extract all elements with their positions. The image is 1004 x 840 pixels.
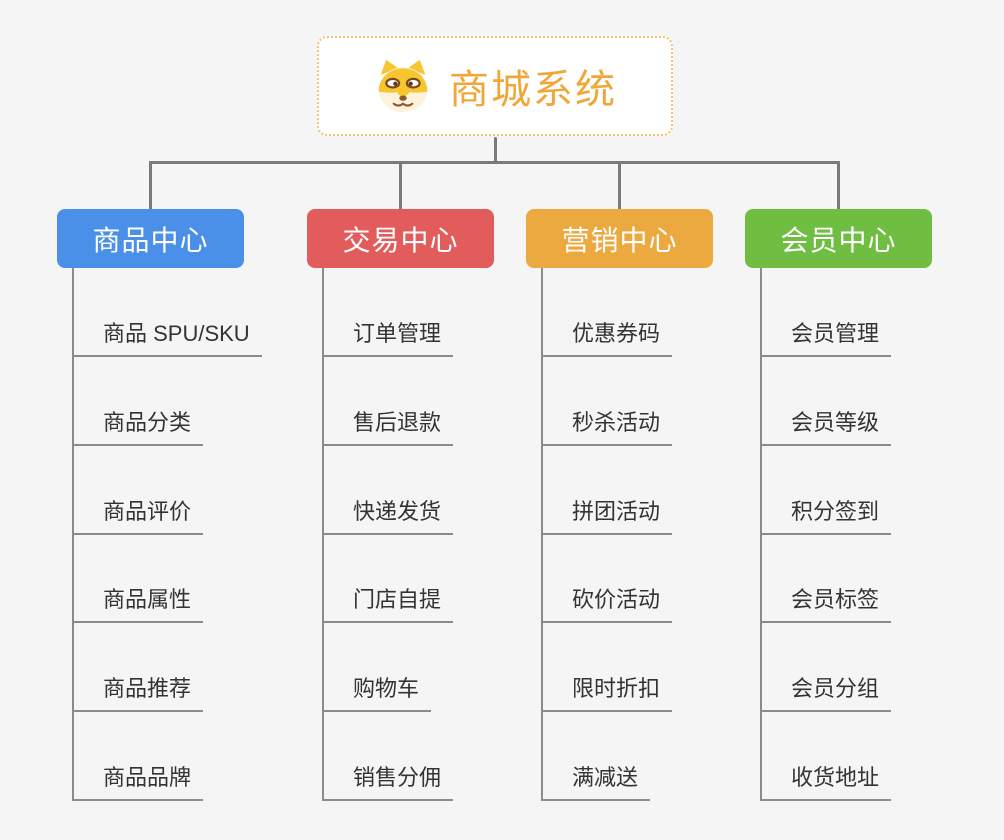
sub-topic-node[interactable]: 优惠券码 (541, 321, 673, 357)
sub-topic-label: 优惠券码 (572, 321, 661, 346)
sub-topic-label: 购物车 (353, 676, 420, 701)
connector-branch-drop (618, 161, 621, 211)
dog-face-icon (378, 59, 428, 113)
branch-topic-node[interactable]: 会员中心 (745, 209, 932, 268)
root-topic-label: 商城系统 (449, 68, 617, 112)
sub-topic-node[interactable]: 满减送 (541, 765, 651, 801)
branch-topic-label: 营销中心 (561, 224, 678, 256)
sub-topic-label: 快递发货 (353, 499, 442, 524)
sub-topic-label: 会员等级 (791, 410, 880, 435)
sub-topic-node[interactable]: 商品属性 (72, 587, 204, 623)
sub-topic-label: 商品推荐 (103, 676, 192, 701)
sub-topic-label: 秒杀活动 (572, 410, 661, 435)
sub-topic-label: 收货地址 (791, 765, 880, 790)
sub-topic-node[interactable]: 积分签到 (760, 499, 892, 535)
connector-branch-drop (837, 161, 840, 211)
sub-topic-label: 商品属性 (103, 587, 192, 612)
branch-topic-node[interactable]: 交易中心 (307, 209, 494, 268)
sub-topic-node[interactable]: 会员等级 (760, 410, 892, 446)
sub-topic-label: 满减送 (572, 765, 639, 790)
sub-topic-node[interactable]: 会员标签 (760, 587, 892, 623)
sub-topic-label: 门店自提 (353, 587, 442, 612)
sub-topic-node[interactable]: 售后退款 (322, 410, 454, 446)
sub-topic-node[interactable]: 商品分类 (72, 410, 204, 446)
connector-root-vertical (494, 137, 497, 164)
sub-topic-node[interactable]: 购物车 (322, 676, 432, 712)
sub-topic-node[interactable]: 限时折扣 (541, 676, 673, 712)
sub-topic-node[interactable]: 会员管理 (760, 321, 892, 357)
branch-topic-node[interactable]: 营销中心 (526, 209, 713, 268)
sub-topic-node[interactable]: 收货地址 (760, 765, 892, 801)
sub-topic-label: 会员管理 (791, 321, 880, 346)
branch-topic-node[interactable]: 商品中心 (57, 209, 244, 268)
sub-topic-node[interactable]: 商品评价 (72, 499, 204, 535)
sub-topic-node[interactable]: 销售分佣 (322, 765, 454, 801)
sub-topic-node[interactable]: 订单管理 (322, 321, 454, 357)
sub-topic-label: 限时折扣 (572, 676, 661, 701)
sub-topic-node[interactable]: 快递发货 (322, 499, 454, 535)
connector-branch-drop (399, 161, 402, 211)
sub-topic-label: 销售分佣 (353, 765, 442, 790)
sub-topic-label: 商品分类 (103, 410, 192, 435)
sub-topic-label: 会员标签 (791, 587, 880, 612)
sub-topic-label: 会员分组 (791, 676, 880, 701)
connector-branch-drop (149, 161, 152, 211)
sub-topic-node[interactable]: 商品品牌 (72, 765, 204, 801)
sub-topic-node[interactable]: 商品 SPU/SKU (72, 321, 262, 357)
sub-topic-label: 商品品牌 (103, 765, 192, 790)
sub-topic-node[interactable]: 商品推荐 (72, 676, 204, 712)
branch-topic-label: 会员中心 (780, 224, 897, 256)
sub-topic-label: 拼团活动 (572, 499, 661, 524)
sub-topic-label: 积分签到 (791, 499, 880, 524)
sub-topic-label: 砍价活动 (572, 587, 661, 612)
branch-topic-label: 交易中心 (342, 224, 459, 256)
sub-topic-label: 售后退款 (353, 410, 442, 435)
sub-topic-node[interactable]: 秒杀活动 (541, 410, 673, 446)
root-topic-node[interactable]: 商城系统 (317, 36, 673, 136)
sub-topic-node[interactable]: 门店自提 (322, 587, 454, 623)
sub-topic-node[interactable]: 拼团活动 (541, 499, 673, 535)
sub-topic-node[interactable]: 砍价活动 (541, 587, 673, 623)
sub-topic-node[interactable]: 会员分组 (760, 676, 892, 712)
sub-topic-label: 商品评价 (103, 499, 192, 524)
connector-main-horizontal (149, 161, 840, 164)
sub-topic-label: 商品 SPU/SKU (103, 321, 250, 346)
sub-topic-label: 订单管理 (353, 321, 442, 346)
branch-topic-label: 商品中心 (92, 224, 209, 256)
